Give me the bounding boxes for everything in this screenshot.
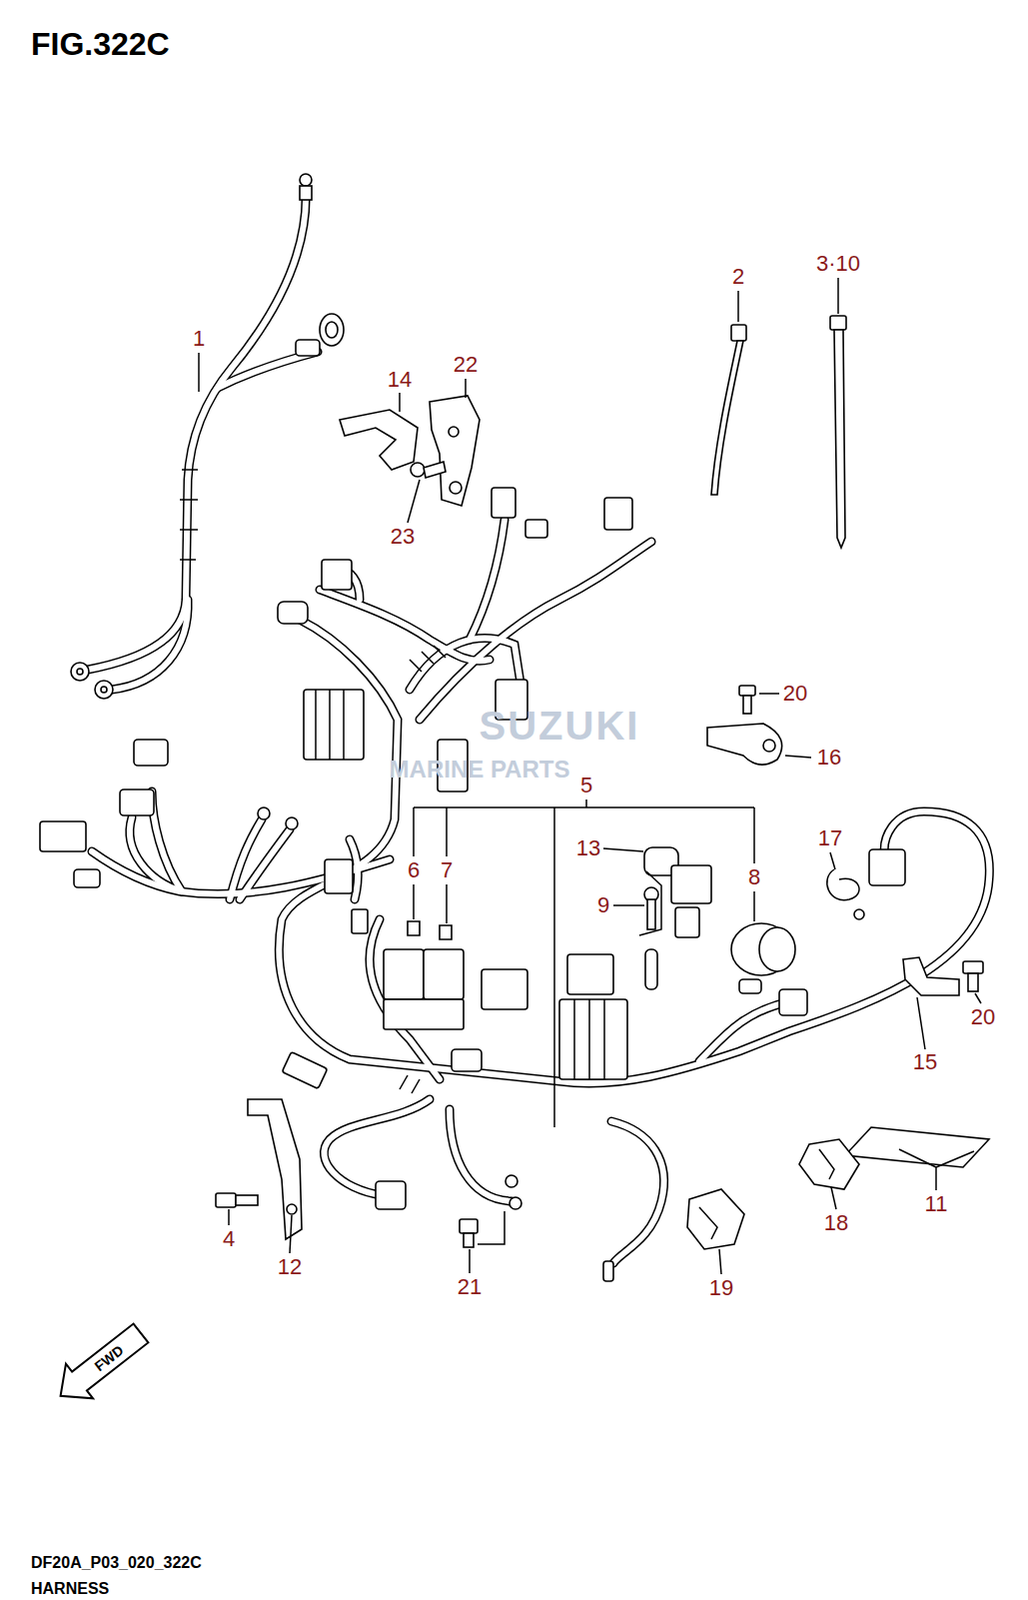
callout-number: 19 (709, 1276, 734, 1299)
leader-lines (198, 277, 982, 1274)
callout-number: 3·10 (816, 252, 861, 275)
callout-number: 22 (453, 353, 478, 376)
callout-number: 14 (387, 368, 412, 391)
callout-number: 2 (732, 265, 745, 288)
callout-number: 6 (407, 859, 420, 882)
watermark: MARINE PARTS (389, 757, 571, 782)
figure-code: DF20A_P03_020_322C (30, 1554, 202, 1571)
callout-number: 20 (971, 1006, 996, 1028)
figure-title: FIG.322C (30, 27, 170, 60)
callout-number: 5 (580, 774, 593, 797)
relay-fuse-group (383, 847, 796, 1079)
callout-number: 20 (783, 682, 808, 705)
battery-cable-terminals (70, 173, 344, 699)
cable-ties (711, 315, 847, 548)
callout-number: 13 (576, 837, 601, 860)
direction-label: FWD (91, 1342, 126, 1374)
callout-number: 8 (748, 866, 761, 889)
callout-number: 15 (913, 1050, 938, 1073)
harness-clamps (339, 395, 480, 506)
callout-number: 18 (824, 1211, 849, 1234)
callout-number: 4 (222, 1227, 235, 1250)
callout-number: 11 (925, 1192, 949, 1215)
callout-number: 1 (192, 327, 205, 350)
callout-number: 16 (817, 746, 842, 769)
callout-number: 9 (597, 894, 610, 917)
callout-number: 17 (818, 827, 843, 850)
wire-harness (87, 189, 990, 1263)
harness-connectors (39, 487, 906, 1281)
callout-number: 12 (277, 1255, 302, 1278)
callout-number: 7 (440, 859, 453, 882)
figure-name: HARNESS (30, 1580, 109, 1597)
watermark: SUZUKI (479, 705, 641, 746)
forward-arrow (46, 1315, 154, 1413)
brackets-and-bolts (215, 685, 990, 1249)
callout-number: 21 (457, 1275, 482, 1298)
callout-number: 23 (390, 525, 415, 548)
